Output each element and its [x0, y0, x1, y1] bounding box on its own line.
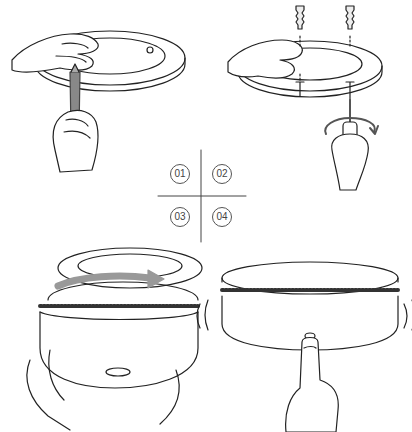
step-number: 03	[174, 212, 185, 222]
step-number: 02	[216, 169, 227, 179]
test-detector-step	[197, 262, 412, 432]
fix-base-step	[228, 6, 382, 190]
step-number: 04	[216, 212, 227, 222]
step-number-circle: 03	[170, 207, 190, 227]
step-number-circle: 04	[212, 207, 232, 227]
step-number: 01	[174, 169, 185, 179]
divider-line	[158, 196, 246, 197]
attach-detector-step	[27, 248, 202, 430]
step-number-circle: 02	[212, 164, 232, 184]
step-number-circle: 01	[170, 164, 190, 184]
mark-holes-step	[12, 31, 185, 172]
